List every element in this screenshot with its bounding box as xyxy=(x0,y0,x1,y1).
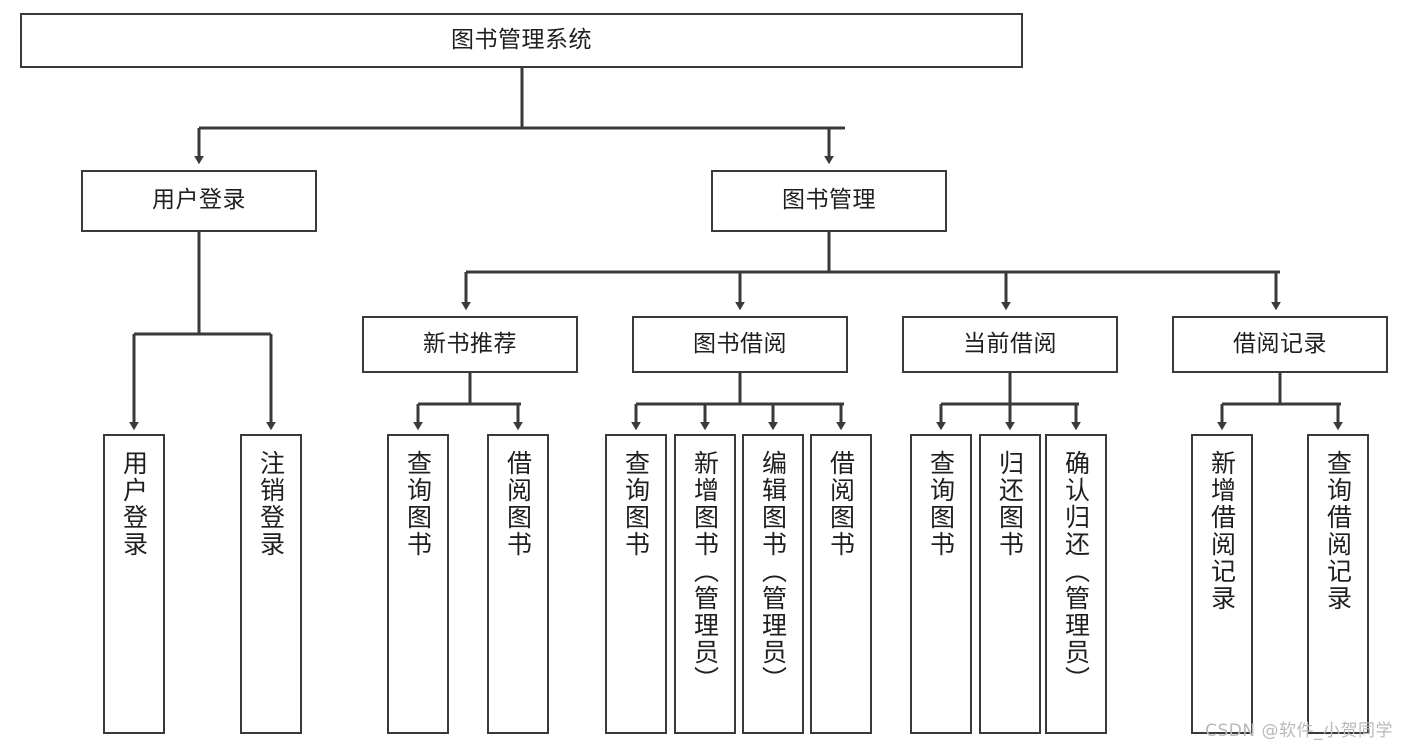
node-new-book-recommend[interactable]: 新书推荐 xyxy=(362,316,578,373)
node-leaf-borrow-book-1[interactable]: 借阅图书 xyxy=(487,434,549,734)
node-root-label: 图书管理系统 xyxy=(451,26,592,53)
node-new-book-recommend-label: 新书推荐 xyxy=(423,330,517,357)
node-leaf-user-login[interactable]: 用户登录 xyxy=(103,434,165,734)
node-leaf-borrow-book-1-label: 借阅图书 xyxy=(503,450,533,558)
node-leaf-query-book-2-label: 查询图书 xyxy=(621,450,651,558)
node-borrow-record-label: 借阅记录 xyxy=(1233,330,1327,357)
node-leaf-query-book-1-label: 查询图书 xyxy=(403,450,433,558)
node-root[interactable]: 图书管理系统 xyxy=(20,13,1023,68)
node-book-management-label: 图书管理 xyxy=(782,187,876,214)
node-leaf-query-book-3[interactable]: 查询图书 xyxy=(910,434,972,734)
node-leaf-user-login-label: 用户登录 xyxy=(119,450,149,558)
node-current-borrow[interactable]: 当前借阅 xyxy=(902,316,1118,373)
node-leaf-borrow-book-2-label: 借阅图书 xyxy=(826,450,856,558)
node-leaf-borrow-book-2[interactable]: 借阅图书 xyxy=(810,434,872,734)
node-leaf-add-book-label: 新增图书（管理员） xyxy=(690,450,720,693)
node-leaf-confirm-return[interactable]: 确认归还（管理员） xyxy=(1045,434,1107,734)
node-leaf-logout-login-label: 注销登录 xyxy=(256,450,286,558)
node-borrow-record[interactable]: 借阅记录 xyxy=(1172,316,1388,373)
node-user-login-label: 用户登录 xyxy=(152,187,246,214)
node-user-login[interactable]: 用户登录 xyxy=(81,170,317,232)
node-leaf-query-borrow-record[interactable]: 查询借阅记录 xyxy=(1307,434,1369,734)
node-leaf-confirm-return-label: 确认归还（管理员） xyxy=(1061,450,1091,693)
node-book-borrow-label: 图书借阅 xyxy=(693,330,787,357)
node-leaf-return-book[interactable]: 归还图书 xyxy=(979,434,1041,734)
node-leaf-add-borrow-record-label: 新增借阅记录 xyxy=(1207,450,1237,612)
node-book-management[interactable]: 图书管理 xyxy=(711,170,947,232)
node-leaf-query-book-3-label: 查询图书 xyxy=(926,450,956,558)
node-book-borrow[interactable]: 图书借阅 xyxy=(632,316,848,373)
node-leaf-add-book[interactable]: 新增图书（管理员） xyxy=(674,434,736,734)
node-current-borrow-label: 当前借阅 xyxy=(963,330,1057,357)
node-leaf-query-book-1[interactable]: 查询图书 xyxy=(387,434,449,734)
node-leaf-logout-login[interactable]: 注销登录 xyxy=(240,434,302,734)
node-leaf-query-borrow-record-label: 查询借阅记录 xyxy=(1323,450,1353,612)
node-leaf-return-book-label: 归还图书 xyxy=(995,450,1025,558)
node-leaf-edit-book-label: 编辑图书（管理员） xyxy=(758,450,788,693)
node-leaf-query-book-2[interactable]: 查询图书 xyxy=(605,434,667,734)
node-leaf-edit-book[interactable]: 编辑图书（管理员） xyxy=(742,434,804,734)
node-leaf-add-borrow-record[interactable]: 新增借阅记录 xyxy=(1191,434,1253,734)
